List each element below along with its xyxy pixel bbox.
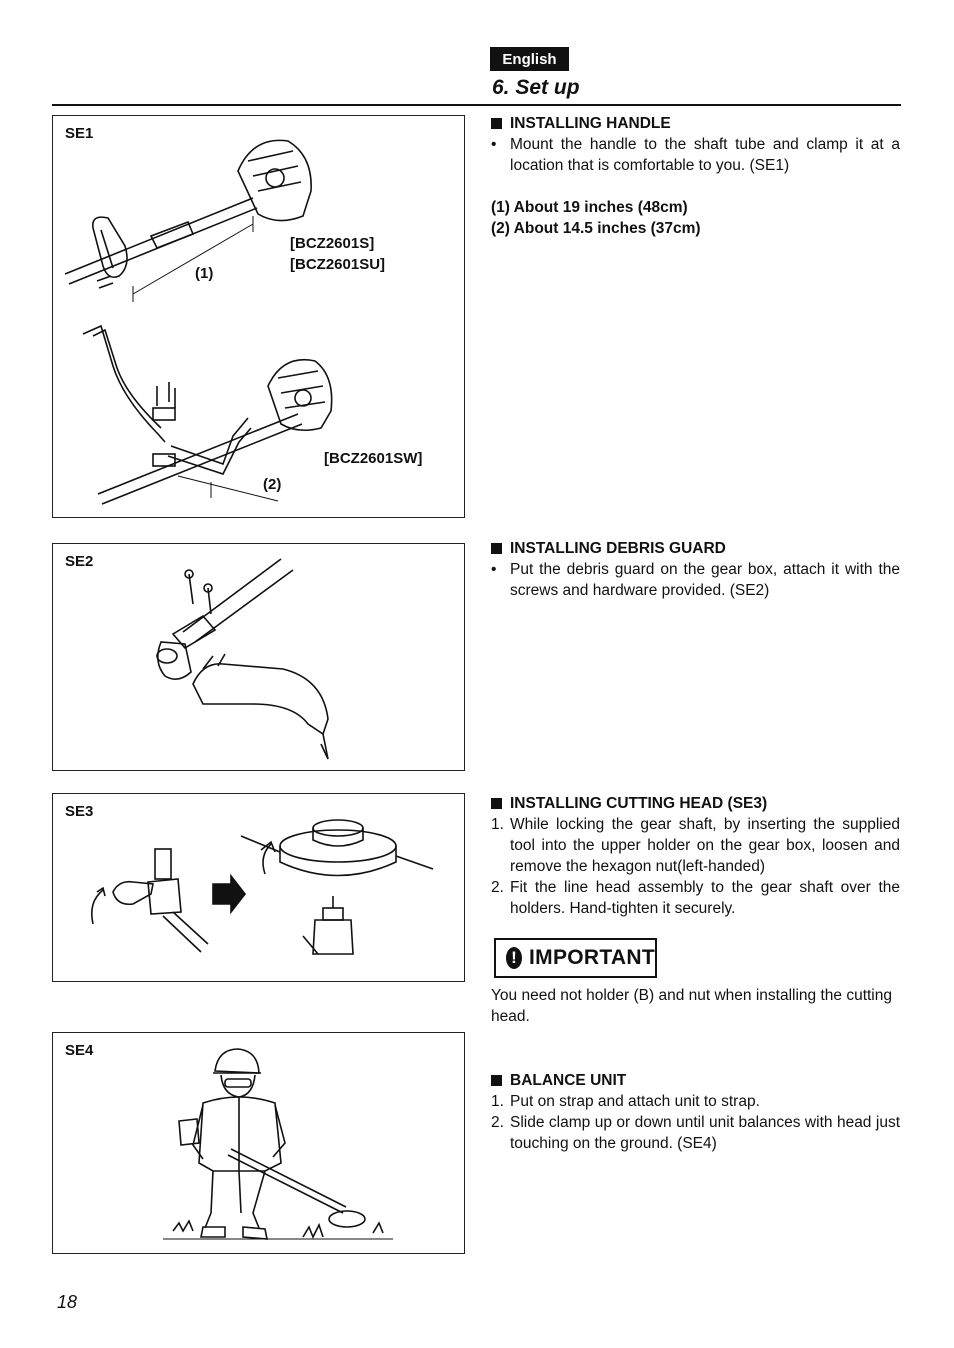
model-label-b: [BCZ2601SW]	[324, 450, 423, 467]
cutting-head-illustration	[90, 819, 434, 955]
step-number: 2.	[491, 1114, 504, 1131]
dimension-1: (1) About 19 inches (48cm)	[491, 199, 688, 216]
step-number: 2.	[491, 879, 504, 896]
bullet: •	[491, 136, 497, 153]
step-number: 1.	[491, 1093, 504, 1110]
square-bullet-icon	[491, 118, 502, 129]
figure-se4: SE4	[52, 1032, 465, 1254]
model-label-a2: [BCZ2601SU]	[290, 256, 386, 273]
header-rule	[52, 104, 901, 106]
section-installing-debris-guard: INSTALLING DEBRIS GUARD • Put the debris…	[491, 538, 900, 601]
figure-label: SE3	[65, 803, 94, 820]
body-text: Put the debris guard on the gear box, at…	[510, 561, 900, 599]
important-note-text: You need not holder (B) and nut when ins…	[491, 987, 892, 1025]
figure-se1: SE1 (1) [BCZ2601S] [BCZ2601SU] [BCZ2601S…	[52, 115, 465, 518]
figure-label: SE1	[65, 125, 94, 142]
page-number: 18	[57, 1292, 78, 1312]
exclamation-icon: !	[506, 947, 523, 969]
step-text: Slide clamp up or down until unit balanc…	[510, 1114, 900, 1152]
figure-se3: SE3	[52, 793, 465, 982]
section-heading: INSTALLING DEBRIS GUARD	[510, 540, 726, 557]
figure-label: SE4	[65, 1042, 94, 1059]
important-notice: ! IMPORTANT	[494, 938, 657, 978]
figure-se2: SE2	[52, 543, 465, 771]
square-bullet-icon	[491, 543, 502, 554]
figure-label: SE2	[65, 553, 94, 570]
callout-2: (2)	[263, 476, 282, 493]
section-installing-cutting-head: INSTALLING CUTTING HEAD (SE3) 1. While l…	[491, 793, 900, 919]
section-heading: INSTALLING CUTTING HEAD (SE3)	[510, 795, 768, 812]
handle-illustration	[64, 139, 333, 505]
section-installing-handle: INSTALLING HANDLE • Mount the handle to …	[491, 113, 900, 239]
model-label-a1: [BCZ2601S]	[290, 235, 375, 252]
step-text: Fit the line head assembly to the gear s…	[510, 879, 900, 917]
step-text: Put on strap and attach unit to strap.	[510, 1093, 760, 1110]
callout-1: (1)	[195, 265, 214, 282]
square-bullet-icon	[491, 798, 502, 809]
step-number: 1.	[491, 816, 504, 833]
important-note: You need not holder (B) and nut when ins…	[491, 985, 900, 1027]
dimension-2: (2) About 14.5 inches (37cm)	[491, 220, 701, 237]
section-balance-unit: BALANCE UNIT 1. Put on strap and attach …	[491, 1070, 900, 1154]
language-badge: English	[490, 47, 569, 71]
important-label: IMPORTANT	[529, 946, 655, 969]
square-bullet-icon	[491, 1075, 502, 1086]
section-title: 6. Set up	[492, 76, 580, 99]
section-heading: BALANCE UNIT	[510, 1072, 627, 1089]
operator-balance-illustration	[163, 1048, 393, 1240]
section-heading: INSTALLING HANDLE	[510, 115, 671, 132]
bullet: •	[491, 561, 497, 578]
debris-guard-illustration	[156, 558, 329, 760]
step-text: While locking the gear shaft, by inserti…	[510, 816, 900, 875]
body-text: Mount the handle to the shaft tube and c…	[510, 136, 900, 174]
